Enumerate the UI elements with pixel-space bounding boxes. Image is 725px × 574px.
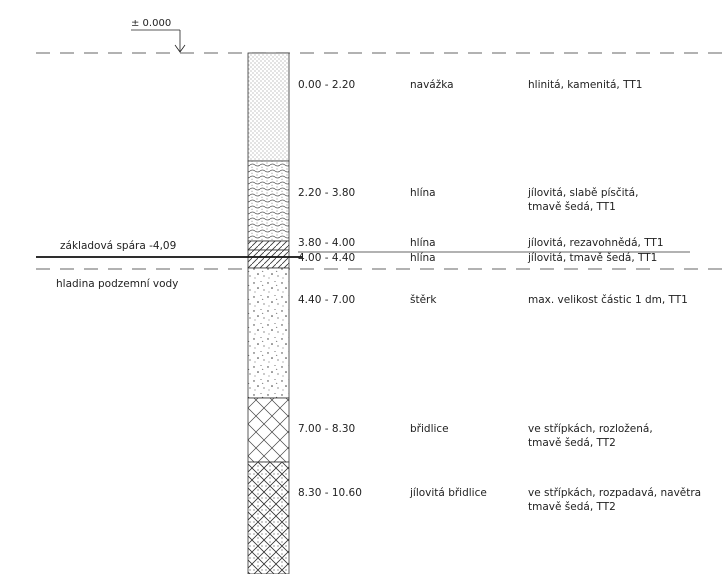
layer-desc-5-line-1: max. velikost částic 1 dm, TT1 — [528, 294, 688, 306]
layer-name-2: hlína — [410, 187, 436, 199]
layer-depth-4: 4.00 - 4.40 — [298, 252, 355, 264]
layer-fill-7 — [247, 461, 290, 574]
layer-desc-1-line-1: hlinitá, kamenitá, TT1 — [528, 79, 642, 91]
layer-descriptions: 0.00 - 2.20 navážka hlinitá, kamenitá, TT1… — [298, 79, 701, 513]
datum-label: ± 0.000 — [131, 18, 171, 29]
layer-depth-7: 8.30 - 10.60 — [298, 487, 362, 499]
layer-name-4: hlína — [410, 252, 436, 264]
layer-desc-4-line-1: jílovitá, tmavě šedá, TT1 — [527, 252, 657, 264]
layer-desc-3-line-1: jílovitá, rezavohnědá, TT1 — [527, 237, 664, 249]
layer-name-5: štěrk — [410, 294, 437, 306]
layer-depth-2: 2.20 - 3.80 — [298, 187, 355, 199]
layer-fill-3 — [247, 240, 290, 251]
layer-fill-4 — [247, 249, 290, 269]
layer-depth-6: 7.00 - 8.30 — [298, 423, 355, 435]
layer-depth-3: 3.80 - 4.00 — [298, 237, 355, 249]
layer-fill-5 — [247, 267, 290, 399]
layer-desc-6-line-1: ve střípkách, rozložená, — [528, 423, 653, 435]
layer-depth-5: 4.40 - 7.00 — [298, 294, 355, 306]
layer-fill-2 — [247, 160, 290, 242]
layer-fill-1 — [247, 52, 290, 162]
layer-desc-7-line-2: tmavě šedá, TT2 — [528, 501, 616, 513]
borehole-column — [247, 52, 290, 574]
layer-name-6: břidlice — [410, 423, 449, 435]
layer-desc-6-line-2: tmavě šedá, TT2 — [528, 437, 616, 449]
layer-desc-7-line-1: ve střípkách, rozpadavá, navětra — [528, 487, 701, 499]
layer-name-1: navážka — [410, 79, 454, 91]
layer-name-7: jílovitá břidlice — [409, 487, 487, 499]
layer-depth-1: 0.00 - 2.20 — [298, 79, 355, 91]
layer-desc-2-line-1: jílovitá, slabě písčitá, — [527, 187, 638, 199]
layer-name-3: hlína — [410, 237, 436, 249]
foundation-label: základová spára -4,09 — [60, 240, 176, 252]
datum-marker: ± 0.000 — [131, 18, 186, 53]
datum-arrow-icon — [174, 44, 186, 53]
layer-fill-6 — [247, 397, 290, 463]
layer-desc-2-line-2: tmavě šedá, TT1 — [528, 201, 616, 213]
groundwater-label: hladina podzemní vody — [56, 278, 178, 290]
